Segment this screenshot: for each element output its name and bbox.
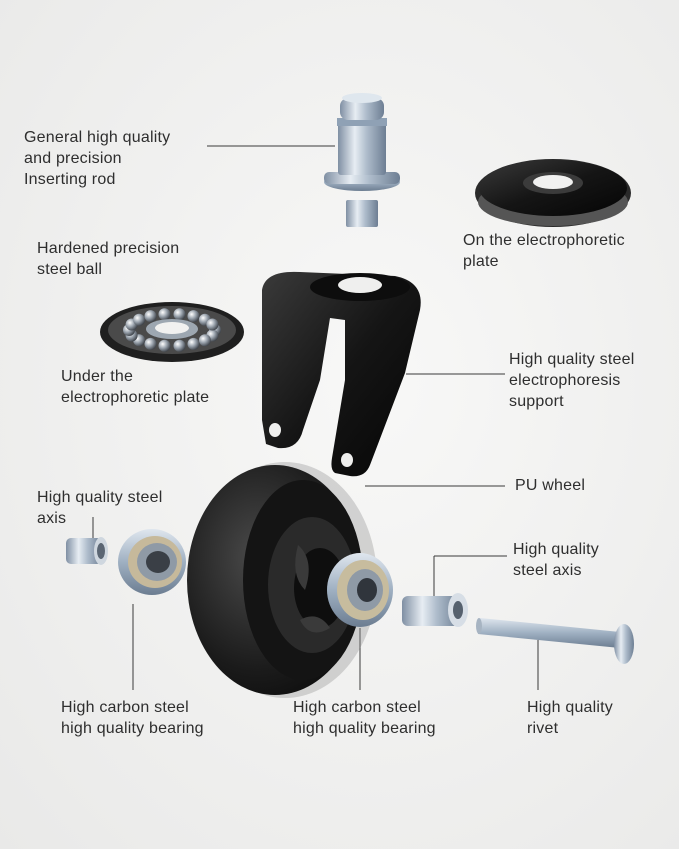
label-rivet: High quality rivet <box>527 697 613 739</box>
steel-ball <box>206 318 219 331</box>
label-steel-ball: Hardened precision steel ball <box>37 238 179 280</box>
steel-ball <box>198 334 211 347</box>
label-bearing-left: High carbon steel high quality bearing <box>61 697 204 739</box>
label-axis-right: High quality steel axis <box>513 539 599 581</box>
steel-ball <box>173 308 186 321</box>
bushing-icon <box>402 593 468 627</box>
wheel-icon <box>187 462 377 698</box>
label-line: high quality bearing <box>293 720 436 737</box>
label-line: High quality steel <box>509 351 635 368</box>
bearing-icon <box>118 529 186 595</box>
label-support: High quality steel electrophoresis suppo… <box>509 349 634 412</box>
insert-rod-icon <box>324 93 400 227</box>
steel-ball <box>187 337 200 350</box>
label-line: Hardened precision <box>37 240 180 257</box>
bearing-icon <box>327 553 393 627</box>
label-line: steel ball <box>37 261 103 278</box>
label-bottom-plate: Under the electrophoretic plate <box>61 366 209 408</box>
label-line: High carbon steel <box>61 699 189 716</box>
label-line: rivet <box>527 720 559 737</box>
label-line: PU wheel <box>515 477 586 494</box>
label-bearing-right: High carbon steel high quality bearing <box>293 697 436 739</box>
label-line: General high quality <box>24 129 171 146</box>
label-pu-wheel: PU wheel <box>515 475 585 496</box>
steel-ball <box>187 310 200 323</box>
ball-bearing-ring-icon <box>100 302 244 362</box>
label-line: High carbon steel <box>293 699 421 716</box>
steel-ball <box>144 310 157 323</box>
label-line: High quality <box>513 541 600 558</box>
steel-ball <box>133 313 146 326</box>
label-line: and precision <box>24 150 122 167</box>
bushing-icon <box>66 537 108 565</box>
steel-ball <box>158 308 171 321</box>
steel-ball <box>173 339 186 352</box>
rivet-icon <box>476 618 634 664</box>
label-line: Under the <box>61 368 134 385</box>
steel-ball <box>144 337 157 350</box>
label-line: axis <box>37 510 67 527</box>
fork-bracket-icon <box>262 271 421 477</box>
label-axis-left: High quality steel axis <box>37 487 162 529</box>
label-top-plate: On the electrophoretic plate <box>463 230 625 272</box>
label-line: High quality <box>527 699 614 716</box>
label-line: electrophoresis <box>509 372 621 389</box>
label-line: high quality bearing <box>61 720 204 737</box>
label-line: On the electrophoretic <box>463 232 625 249</box>
label-line: electrophoretic plate <box>61 389 210 406</box>
label-line: Inserting rod <box>24 171 116 188</box>
label-line: plate <box>463 253 499 270</box>
label-line: support <box>509 393 564 410</box>
label-line: High quality steel <box>37 489 163 506</box>
leader-lines <box>92 145 539 690</box>
steel-ball <box>158 339 171 352</box>
label-inserting-rod: General high quality and precision Inser… <box>24 127 170 190</box>
dust-plate-icon <box>475 159 631 227</box>
label-line: steel axis <box>513 562 582 579</box>
